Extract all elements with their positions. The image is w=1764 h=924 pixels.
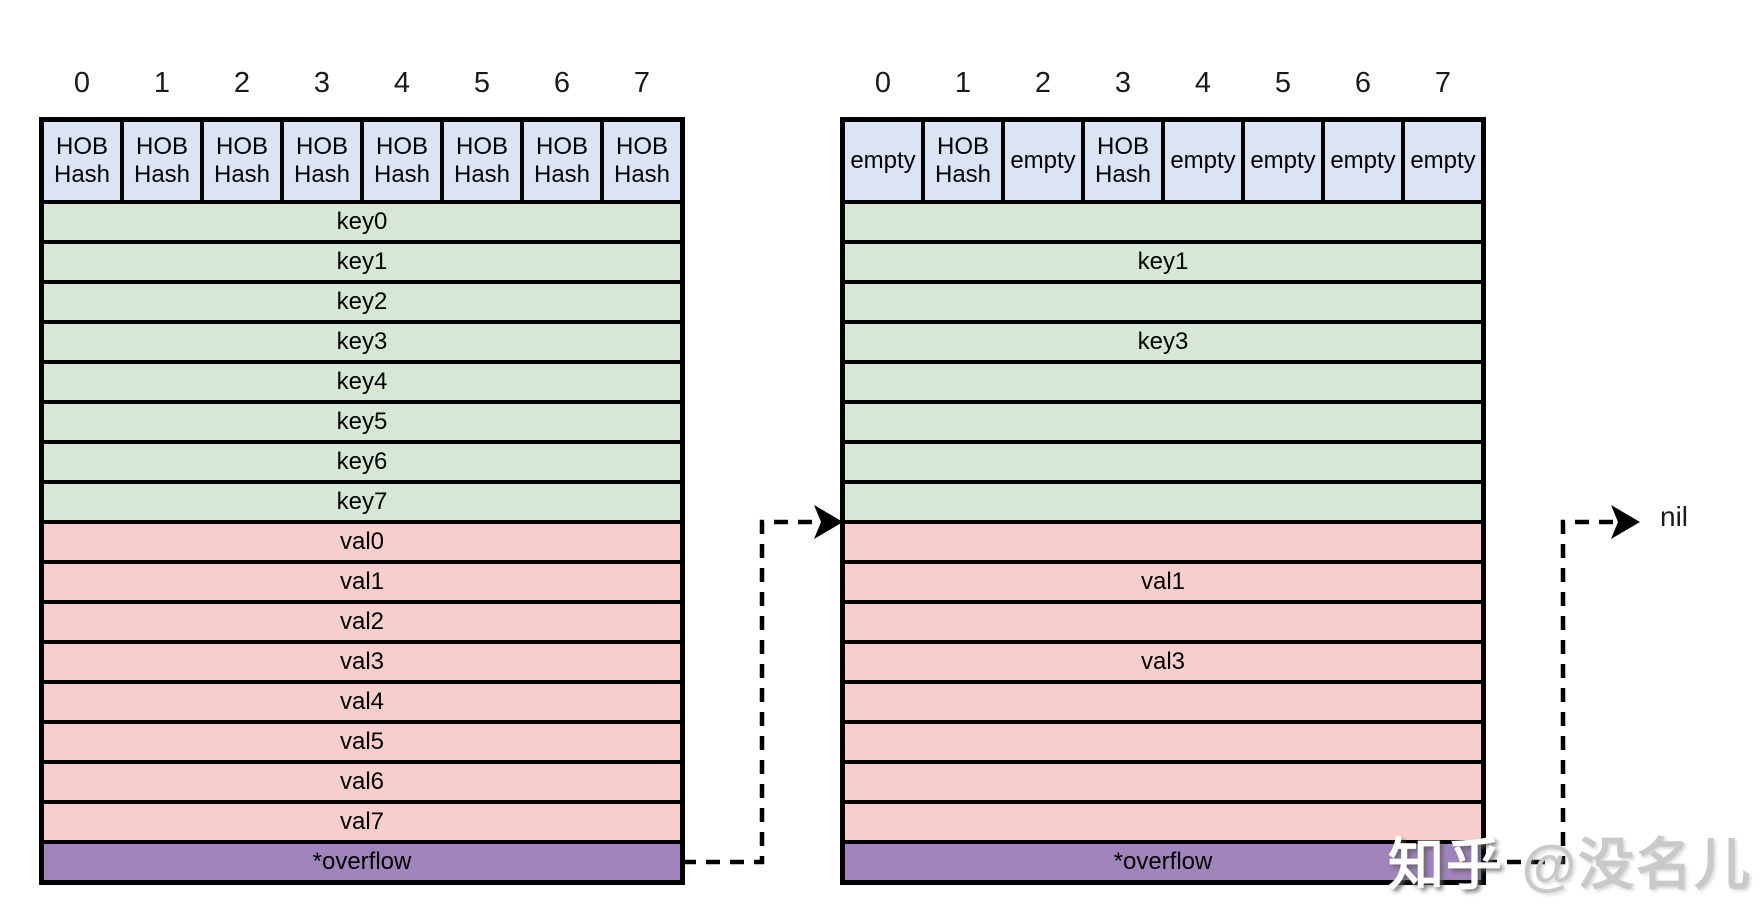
tophash-cell: HOB Hash <box>522 120 602 202</box>
val-row: val4 <box>42 682 682 722</box>
bucket-1-tophash-row: HOB Hash HOB Hash HOB Hash HOB Hash HOB … <box>42 120 682 202</box>
watermark-handle: @没名儿 <box>1521 833 1753 896</box>
val-row: val3 <box>42 642 682 682</box>
index-label: 7 <box>633 67 651 99</box>
index-label: 6 <box>553 67 571 99</box>
watermark-brand: 知乎 <box>1388 833 1504 896</box>
val-row <box>843 802 1483 842</box>
overflow-row: *overflow <box>42 842 682 882</box>
val-row <box>843 722 1483 762</box>
bucket-1-indices: 0 1 2 3 4 5 6 7 <box>42 62 682 104</box>
tophash-cell: empty <box>843 120 923 202</box>
tophash-cell: empty <box>1243 120 1323 202</box>
key-row: key1 <box>843 242 1483 282</box>
key-row: key6 <box>42 442 682 482</box>
key-row <box>843 402 1483 442</box>
index-label: 7 <box>1434 67 1452 99</box>
index-label: 5 <box>473 67 491 99</box>
index-label: 3 <box>1114 67 1132 99</box>
tophash-cell: HOB Hash <box>1083 120 1163 202</box>
watermark: 知乎 @没名儿 <box>1388 820 1752 901</box>
key-row <box>843 362 1483 402</box>
index-label: 1 <box>954 67 972 99</box>
index-label: 4 <box>393 67 411 99</box>
bucket-2-indices: 0 1 2 3 4 5 6 7 <box>843 62 1483 104</box>
nil-label: nil <box>1660 501 1689 532</box>
index-label: 0 <box>874 67 892 99</box>
arrowhead-icon <box>1611 505 1640 539</box>
tophash-cell: HOB Hash <box>42 120 122 202</box>
key-row: key4 <box>42 362 682 402</box>
val-row: val5 <box>42 722 682 762</box>
key-row <box>843 282 1483 322</box>
index-label: 4 <box>1194 67 1212 99</box>
key-row: key7 <box>42 482 682 522</box>
overflow-row: *overflow <box>843 842 1483 882</box>
tophash-cell: HOB Hash <box>923 120 1003 202</box>
val-row: val7 <box>42 802 682 842</box>
index-label: 2 <box>1034 67 1052 99</box>
tophash-cell: HOB Hash <box>442 120 522 202</box>
tophash-cell: HOB Hash <box>362 120 442 202</box>
bucket-1: HOB Hash HOB Hash HOB Hash HOB Hash HOB … <box>39 117 685 885</box>
key-row: key2 <box>42 282 682 322</box>
key-row: key1 <box>42 242 682 282</box>
tophash-cell: empty <box>1403 120 1483 202</box>
index-label: 0 <box>73 67 91 99</box>
arrowhead-icon <box>814 505 843 539</box>
val-row <box>843 682 1483 722</box>
key-row: key5 <box>42 402 682 442</box>
tophash-cell: empty <box>1323 120 1403 202</box>
val-row: val1 <box>843 562 1483 602</box>
val-row: val2 <box>42 602 682 642</box>
index-label: 5 <box>1274 67 1292 99</box>
val-row: val6 <box>42 762 682 802</box>
bucket-2-tophash-row: empty HOB Hash empty HOB Hash empty empt… <box>843 120 1483 202</box>
overflow-arrow-1 <box>682 519 818 865</box>
key-row <box>843 202 1483 242</box>
bucket-2: empty HOB Hash empty HOB Hash empty empt… <box>840 117 1486 885</box>
tophash-cell: HOB Hash <box>122 120 202 202</box>
key-row: key3 <box>843 322 1483 362</box>
tophash-cell: empty <box>1003 120 1083 202</box>
val-row <box>843 602 1483 642</box>
val-row: val1 <box>42 562 682 602</box>
val-row: val3 <box>843 642 1483 682</box>
key-row: key0 <box>42 202 682 242</box>
key-row: key3 <box>42 322 682 362</box>
index-label: 1 <box>153 67 171 99</box>
index-label: 2 <box>233 67 251 99</box>
index-label: 6 <box>1354 67 1372 99</box>
tophash-cell: HOB Hash <box>282 120 362 202</box>
tophash-cell: empty <box>1163 120 1243 202</box>
key-row <box>843 442 1483 482</box>
val-row: val0 <box>42 522 682 562</box>
val-row <box>843 762 1483 802</box>
val-row <box>843 522 1483 562</box>
index-label: 3 <box>313 67 331 99</box>
watermark-handle <box>1504 833 1522 896</box>
tophash-cell: HOB Hash <box>602 120 682 202</box>
key-row <box>843 482 1483 522</box>
overflow-arrow-2 <box>1483 519 1615 865</box>
tophash-cell: HOB Hash <box>202 120 282 202</box>
